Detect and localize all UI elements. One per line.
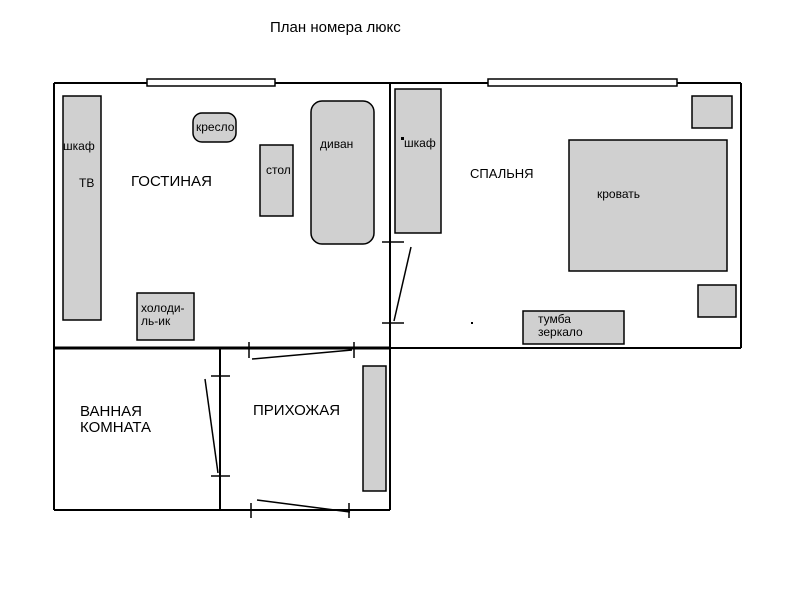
label-bed: кровать (597, 187, 640, 201)
walls (53, 82, 742, 511)
door-bath-leaf (204, 378, 219, 474)
label-dresser-mirror: тумба зеркало (538, 313, 583, 338)
label-dresser-line2: зеркало (538, 324, 583, 339)
marks (401, 137, 473, 324)
hallway-wardrobe-shape (362, 365, 387, 492)
nightstand-top-shape (691, 95, 733, 129)
table-shape (259, 144, 294, 217)
door-bedroom-leaf (393, 246, 412, 322)
label-wardrobe-living: шкаф (63, 139, 95, 153)
room-label-bathroom-line1: ВАННАЯ (80, 403, 143, 420)
wardrobe-living-shape (62, 95, 102, 321)
bed-shape (568, 139, 728, 272)
room-label-living: ГОСТИНАЯ (131, 173, 212, 190)
wardrobe-bedroom-shape (394, 88, 442, 234)
door-living-leaf (251, 349, 353, 360)
label-armchair: кресло (196, 120, 235, 134)
label-wardrobe-bedroom: шкаф (404, 136, 436, 150)
label-dresser-line1: тумба (538, 312, 571, 326)
room-label-bathroom: ВАННАЯ КОМНАТА (80, 404, 151, 436)
label-fridge: холоди- ль-ик (141, 302, 185, 327)
label-tv: ТВ (79, 176, 95, 190)
plan-title: План номера люкс (270, 19, 401, 36)
dresser-mirror-shape (522, 310, 625, 345)
fridge-shape (136, 292, 195, 341)
room-label-bedroom: СПАЛЬНЯ (470, 166, 534, 181)
label-table: стол (266, 163, 291, 177)
label-sofa: диван (320, 137, 354, 151)
sofa-shape (310, 100, 375, 245)
label-fridge-line2: ль-ик (141, 313, 171, 328)
room-label-hallway: ПРИХОЖАЯ (253, 402, 341, 419)
nightstand-bottom-shape (697, 284, 737, 318)
door-entrance-leaf (256, 499, 351, 513)
furniture-shapes (62, 88, 737, 492)
stray-dot (471, 322, 473, 324)
doors (204, 241, 412, 518)
windows (146, 78, 678, 87)
armchair-shape (192, 112, 237, 143)
stray-mark (401, 137, 404, 140)
window-living (146, 78, 276, 87)
room-label-bathroom-line2: КОМНАТА (80, 418, 152, 436)
label-fridge-line1: холоди- (141, 301, 185, 315)
window-bedroom (487, 78, 678, 87)
